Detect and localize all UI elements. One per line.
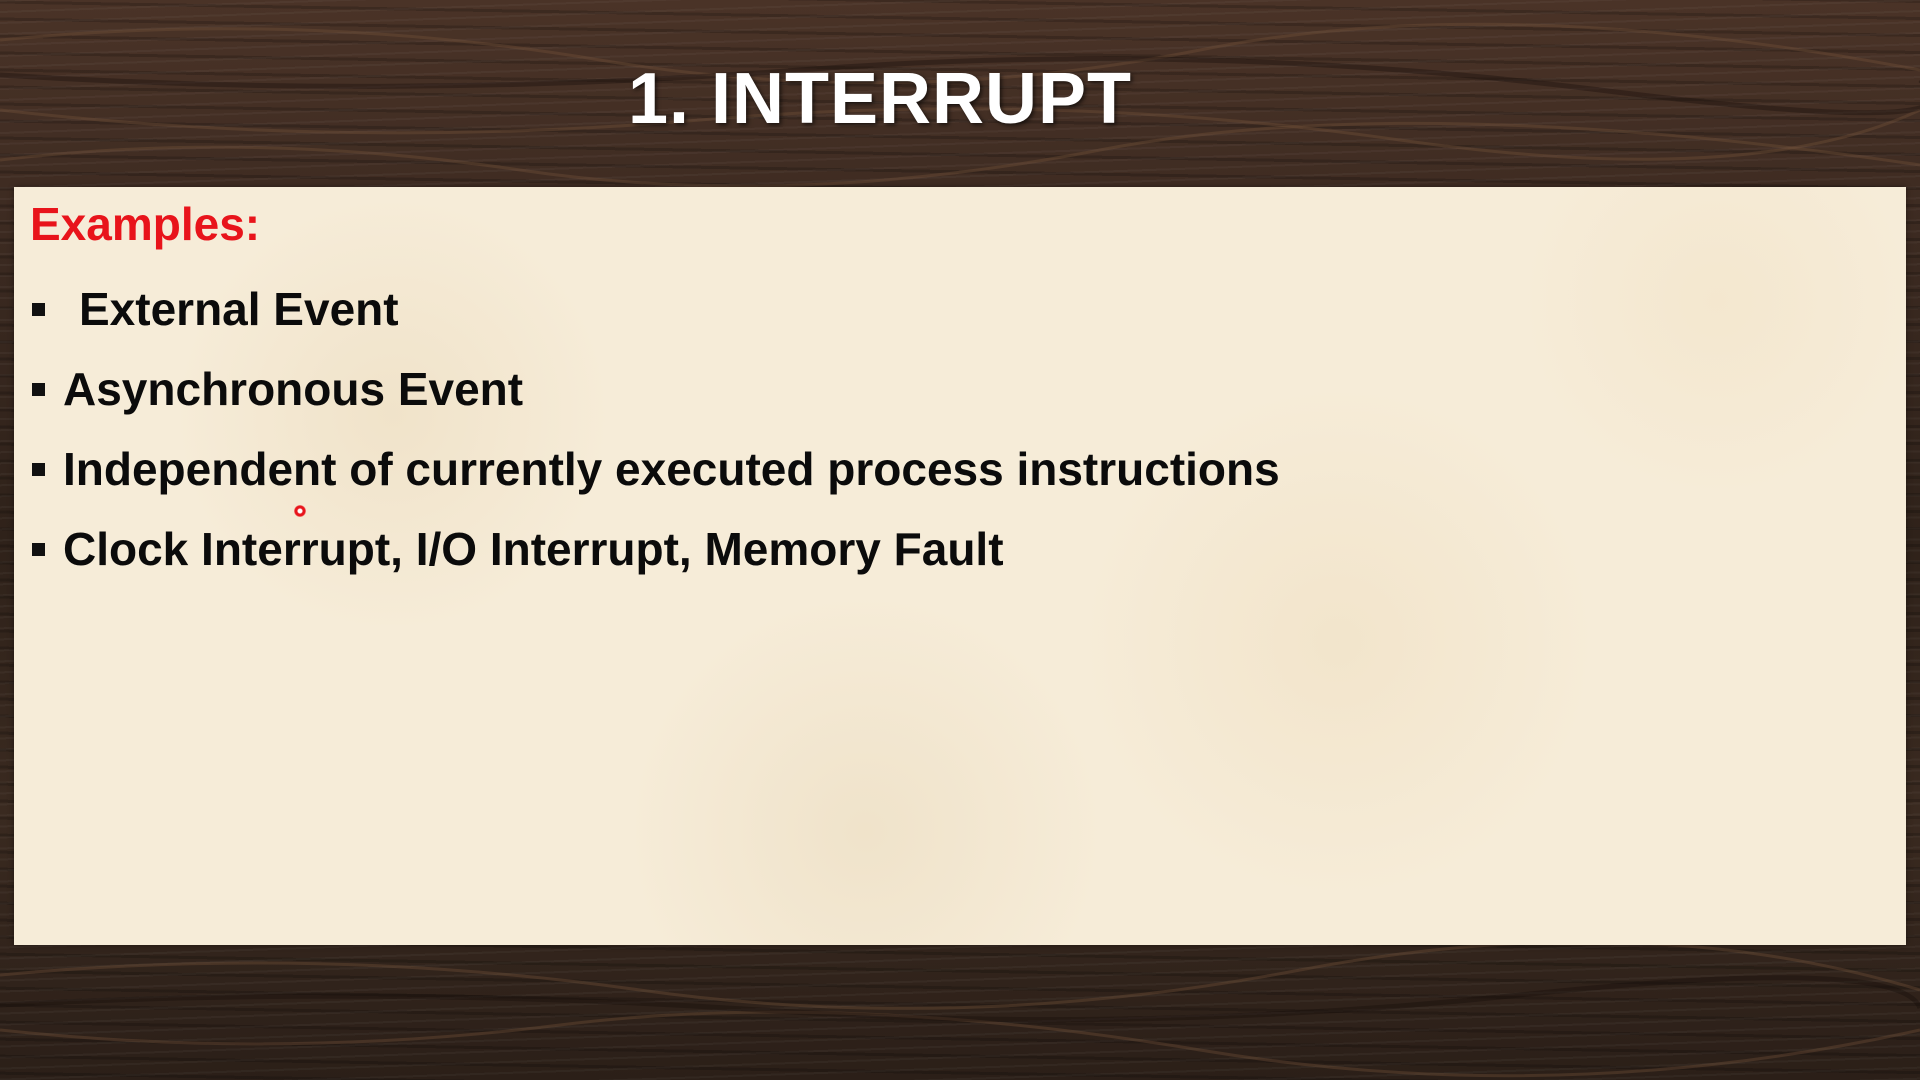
square-bullet-icon (32, 382, 45, 396)
list-item: Clock Interrupt, I/O Interrupt, Memory F… (32, 509, 1280, 589)
square-bullet-icon (32, 302, 45, 316)
bullet-text: Independent of currently executed proces… (63, 443, 1280, 495)
examples-heading: Examples: (30, 198, 261, 250)
bullet-text: Clock Interrupt, I/O Interrupt, Memory F… (63, 523, 1004, 575)
content-panel: Examples: External Event Asynchronous Ev… (14, 187, 1906, 945)
bullet-list: External Event Asynchronous Event Indepe… (32, 269, 1280, 589)
laser-pointer-dot (294, 505, 306, 517)
slide-title: 1. INTERRUPT (627, 59, 1133, 139)
bullet-text: External Event (79, 283, 399, 335)
square-bullet-icon (32, 542, 45, 556)
bullet-text: Asynchronous Event (63, 363, 524, 415)
list-item: External Event (32, 269, 1280, 349)
square-bullet-icon (32, 462, 45, 476)
list-item: Asynchronous Event (32, 349, 1280, 429)
list-item: Independent of currently executed proces… (32, 429, 1280, 509)
